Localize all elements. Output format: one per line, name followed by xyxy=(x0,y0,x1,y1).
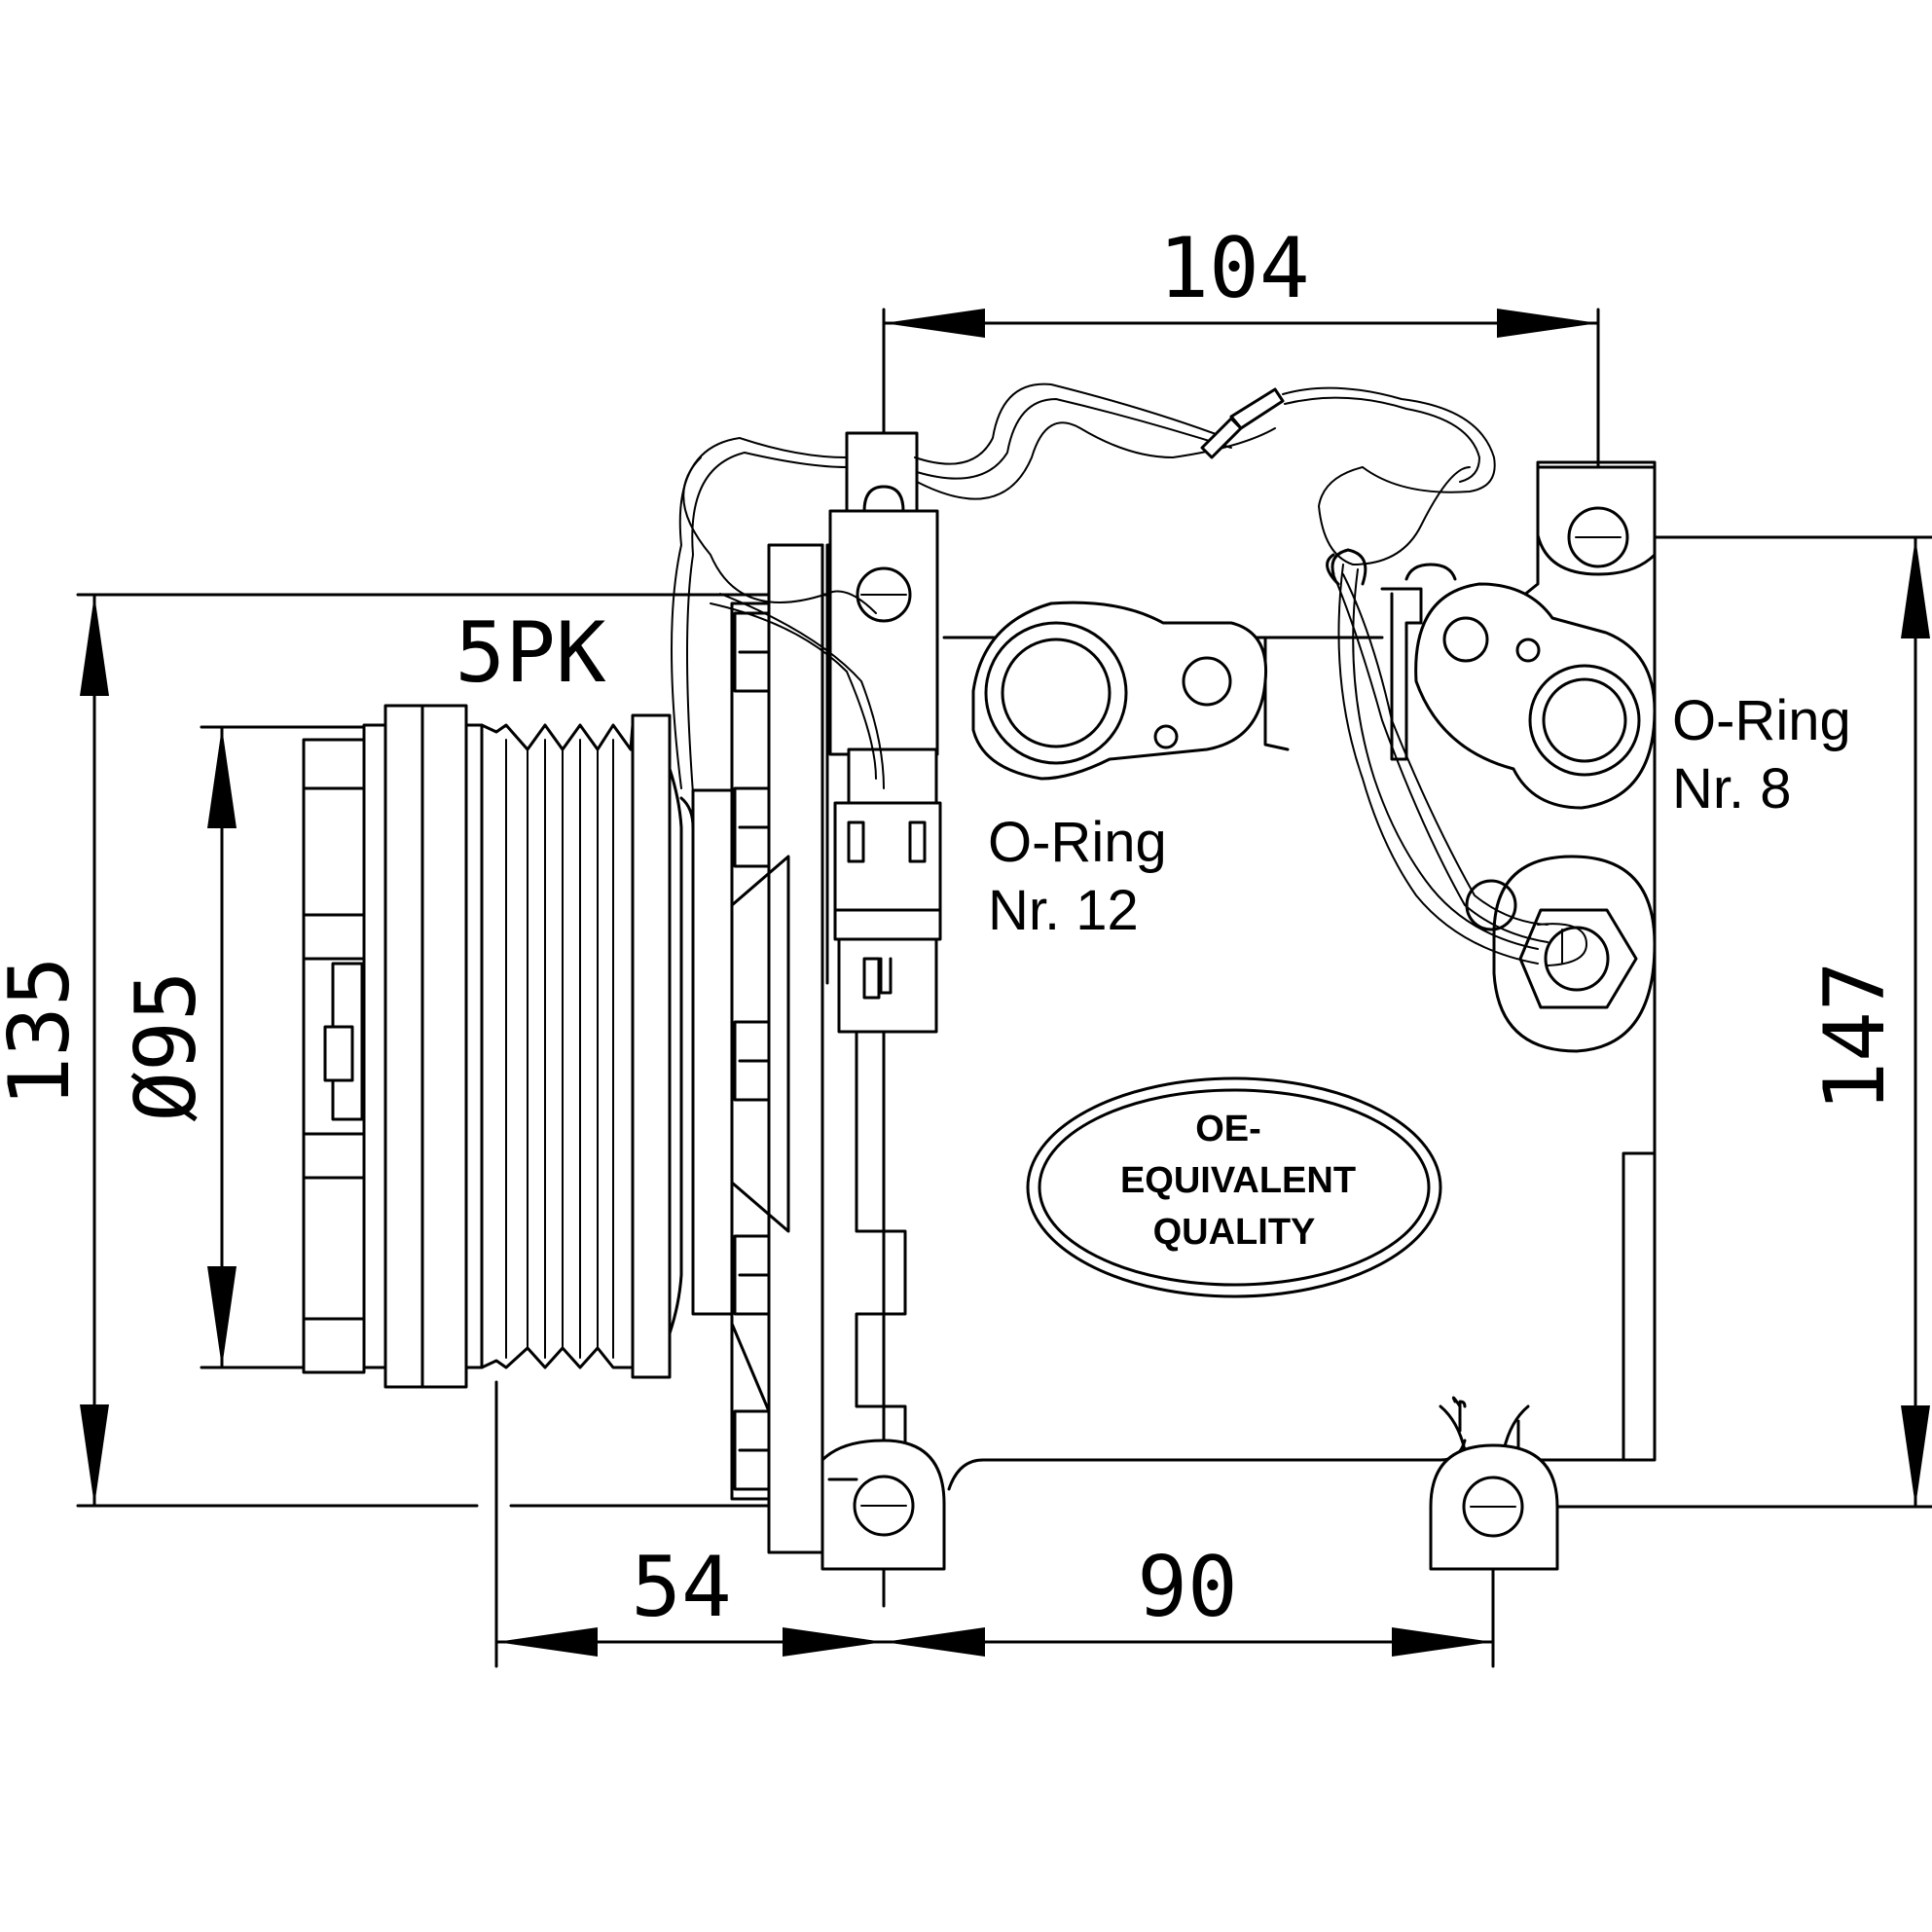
suction-port-inner xyxy=(1001,638,1112,748)
connector-mount xyxy=(828,509,939,756)
electrical-plug xyxy=(833,801,942,941)
belt-profile-label: 5PK xyxy=(455,604,606,702)
dimension-135-label: 135 xyxy=(0,956,89,1107)
mount-hole-top-right xyxy=(1567,506,1629,568)
dimension-104-label: 104 xyxy=(1158,220,1309,317)
dimension-135: 135 xyxy=(0,593,917,1508)
pulley-grooves xyxy=(480,723,635,1369)
dimension-104: 104 xyxy=(882,220,1600,1608)
dimension-147-label: 147 xyxy=(1806,961,1904,1112)
pressure-switch xyxy=(1465,855,1657,1053)
oring-12-line1: O-Ring xyxy=(988,811,1167,874)
discharge-port-inner xyxy=(1542,677,1627,763)
oe-badge-inner xyxy=(1038,1088,1431,1287)
clutch-plate xyxy=(383,704,424,1389)
oring-8-callout: O-Ring Nr. 8 xyxy=(1672,689,1851,820)
dimension-pulley-diameter-label: Ø95 xyxy=(118,970,215,1121)
dimension-54: 54 xyxy=(494,1380,886,1668)
mount-hole-bottom-left xyxy=(853,1475,915,1537)
wiring-harness xyxy=(671,383,1587,966)
suction-port xyxy=(971,601,1268,781)
clutch-pulley xyxy=(302,704,695,1389)
oe-badge-line2: EQUIVALENT xyxy=(1120,1160,1356,1201)
oring-8-line2: Nr. 8 xyxy=(1672,757,1792,820)
oe-badge-line1: OE- xyxy=(1195,1109,1261,1149)
center-lines xyxy=(860,536,1622,1508)
oe-badge-line3: QUALITY xyxy=(1153,1212,1316,1253)
connector-block xyxy=(828,431,942,1034)
front-housing xyxy=(691,543,824,1554)
oe-badge-outer xyxy=(1026,1076,1442,1298)
dimension-90-label: 90 xyxy=(1137,1539,1238,1636)
oring-12-line2: Nr. 12 xyxy=(988,879,1139,942)
discharge-port-outer xyxy=(1528,664,1641,777)
dimension-pulley-diameter: Ø95 xyxy=(118,725,391,1369)
oe-quality-badge: OE- EQUIVALENT QUALITY xyxy=(1026,1076,1442,1298)
mounting-ears xyxy=(820,465,1657,1571)
discharge-port xyxy=(1380,563,1657,810)
dimension-90: 90 xyxy=(882,1458,1495,1668)
oring-8-line1: O-Ring xyxy=(1672,689,1851,752)
dimension-54-label: 54 xyxy=(631,1539,732,1636)
oring-12-callout: O-Ring Nr. 12 xyxy=(988,811,1167,942)
pulley-rim xyxy=(631,713,672,1379)
suction-port-outer xyxy=(984,621,1128,765)
mount-hole-bottom-right xyxy=(1462,1476,1524,1538)
dimension-147: 147 xyxy=(1526,535,1932,1509)
